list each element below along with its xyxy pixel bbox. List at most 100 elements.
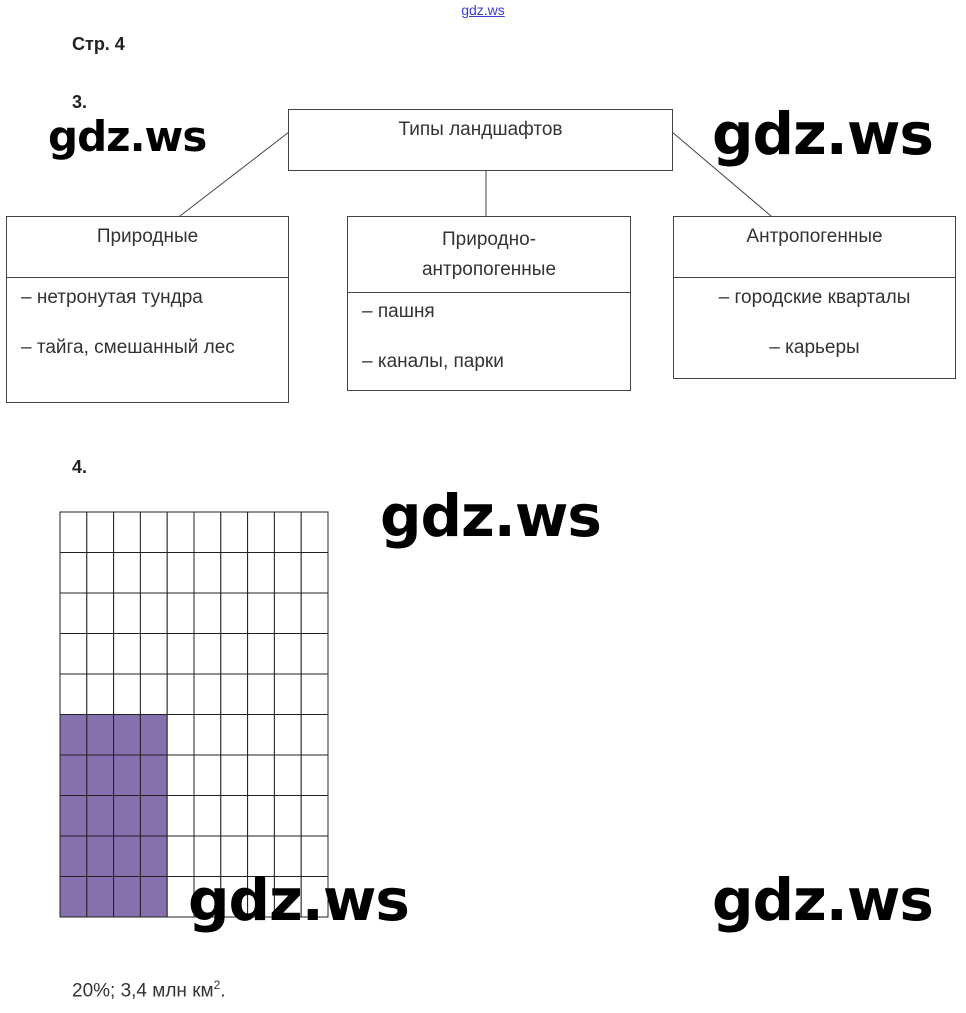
branch-title: Природные (7, 217, 288, 278)
grid-cell (166, 633, 195, 675)
grid-cell (59, 633, 88, 675)
branch-natural: Природные – нетронутая тундра – тайга, с… (6, 216, 289, 403)
grid-cell (166, 795, 195, 837)
grid-cell (247, 673, 275, 715)
branch-item: – пашня (362, 301, 435, 322)
branch-item: – нетронутая тундра (21, 287, 203, 308)
grid-cell (193, 633, 222, 675)
grid-cell (220, 876, 249, 918)
grid-cell (220, 552, 249, 594)
diagram-connectors (179, 131, 772, 217)
grid-cell (273, 835, 302, 877)
grid-cell-shaded (139, 795, 168, 837)
branch-item: – карьеры (769, 337, 860, 358)
watermark-link[interactable]: gdz.ws (461, 2, 505, 18)
grid-cell (113, 552, 141, 594)
grid-cell (113, 592, 141, 634)
grid-cell (300, 633, 329, 675)
grid-cell (247, 876, 275, 918)
grid-cell (139, 633, 168, 675)
grid-cell (220, 795, 249, 837)
grid-cell-shaded (113, 876, 141, 918)
grid-cell (166, 714, 195, 756)
grid-cell-shaded (139, 835, 168, 877)
grid-cell-shaded (113, 714, 141, 756)
grid-cell (166, 552, 195, 594)
grid-cell (300, 511, 329, 553)
grid-cell (86, 673, 115, 715)
grid-cell (86, 552, 115, 594)
grid-cell (300, 754, 329, 796)
grid-cell (139, 552, 168, 594)
grid-cell (247, 552, 275, 594)
grid-cell (273, 795, 302, 837)
grid-cell (247, 592, 275, 634)
grid-cell-shaded (86, 795, 115, 837)
grid-cell (59, 552, 88, 594)
watermark: gdz.ws (712, 866, 934, 934)
watermark: gdz.ws (380, 482, 602, 550)
grid-cell (193, 592, 222, 634)
grid-cell (273, 511, 302, 553)
grid-cell-shaded (86, 876, 115, 918)
grid-cell-shaded (86, 754, 115, 796)
grid-cell (59, 673, 88, 715)
grid-cell (86, 633, 115, 675)
grid-cell (300, 835, 329, 877)
answer-end: . (220, 980, 226, 1002)
grid-cell (139, 673, 168, 715)
grid-cell (193, 552, 222, 594)
grid-cell (59, 511, 88, 553)
grid-cell (273, 876, 302, 918)
task-3-number: 3. (72, 92, 88, 112)
grid-cell (166, 511, 195, 553)
grid-cell-shaded (86, 835, 115, 877)
grid-cell (86, 592, 115, 634)
grid-cell (166, 592, 195, 634)
branch-item: – каналы, парки (362, 351, 504, 372)
grid-cell (273, 754, 302, 796)
grid-cell (220, 754, 249, 796)
grid-cell-shaded (59, 795, 88, 837)
branch-anthropogenic: Антропогенные – городские кварталы – кар… (673, 216, 956, 379)
grid-cell (247, 835, 275, 877)
grid-cell-shaded (139, 876, 168, 918)
branch-natural-anthropogenic: Природно-антропогенные – пашня – каналы,… (347, 216, 631, 391)
grid-cell-shaded (113, 754, 141, 796)
grid-cell (59, 592, 88, 634)
watermark: gdz.ws (48, 112, 207, 161)
grid-cell (166, 673, 195, 715)
grid-cell (193, 835, 222, 877)
grid-cell (193, 795, 222, 837)
grid-cell (300, 552, 329, 594)
task-4-number: 4. (72, 457, 88, 477)
grid-cell (300, 592, 329, 634)
branch-item: – тайга, смешанный лес (21, 337, 235, 358)
root-title: Типы ландшафтов (398, 119, 563, 140)
grid-cell-shaded (113, 835, 141, 877)
grid-cell (166, 754, 195, 796)
grid-cell (273, 714, 302, 756)
watermark: gdz.ws (712, 100, 934, 168)
grid-cell (139, 592, 168, 634)
answer-value: 20%; 3,4 млн км (72, 980, 214, 1002)
grid-cell (300, 673, 329, 715)
grid-cell (273, 633, 302, 675)
grid-cell-shaded (139, 714, 168, 756)
grid-cell (247, 714, 275, 756)
grid-cell (247, 754, 275, 796)
grid-cell (247, 795, 275, 837)
grid-cell-shaded (139, 754, 168, 796)
grid-cell (273, 673, 302, 715)
grid-cell (220, 714, 249, 756)
grid-cell (220, 633, 249, 675)
grid-cell (220, 673, 249, 715)
branch-title: Антропогенные (674, 217, 955, 278)
watermark: gdz.ws (188, 866, 410, 934)
connector-right (671, 131, 772, 217)
grid-cell (193, 511, 222, 553)
grid-cell (300, 795, 329, 837)
grid-cell-shaded (113, 795, 141, 837)
